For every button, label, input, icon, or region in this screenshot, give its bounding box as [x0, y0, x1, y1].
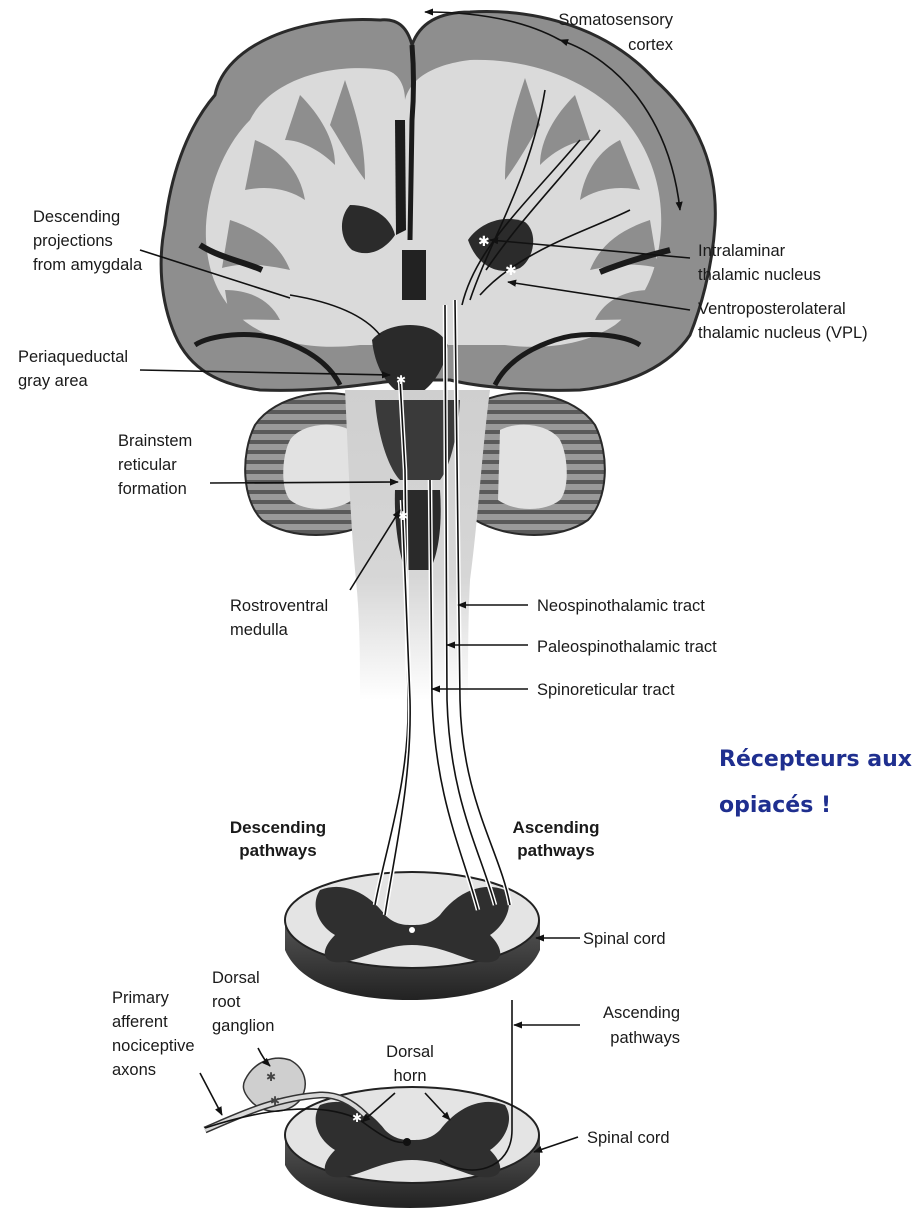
- star-marker: ✱: [478, 233, 490, 249]
- label-spinoreticular: Spinoreticular tract: [537, 681, 675, 699]
- label-paleospinothalamic: Paleospinothalamic tract: [537, 638, 717, 656]
- opiate-receptors-annotation: Récepteurs aux opiacés !: [719, 747, 912, 818]
- star-marker: ✱: [396, 373, 406, 387]
- label-spinal-cord-lower: Spinal cord: [587, 1129, 670, 1147]
- star-marker: ✱: [505, 262, 517, 278]
- annotation-line-1: Récepteurs aux: [719, 747, 912, 772]
- spinal-cord-section-upper: [285, 872, 540, 1000]
- brain-coronal-section: [161, 12, 715, 398]
- label-neospinothalamic: Neospinothalamic tract: [537, 597, 705, 615]
- brainstem: [345, 390, 490, 700]
- annotation-line-2: opiacés !: [719, 793, 831, 818]
- star-marker: ✱: [352, 1111, 362, 1125]
- spinal-cord-section-lower: [285, 1087, 540, 1208]
- star-marker: ✱: [270, 1094, 280, 1108]
- label-spinal-cord-upper: Spinal cord: [583, 930, 666, 948]
- star-marker: ✱: [266, 1070, 276, 1084]
